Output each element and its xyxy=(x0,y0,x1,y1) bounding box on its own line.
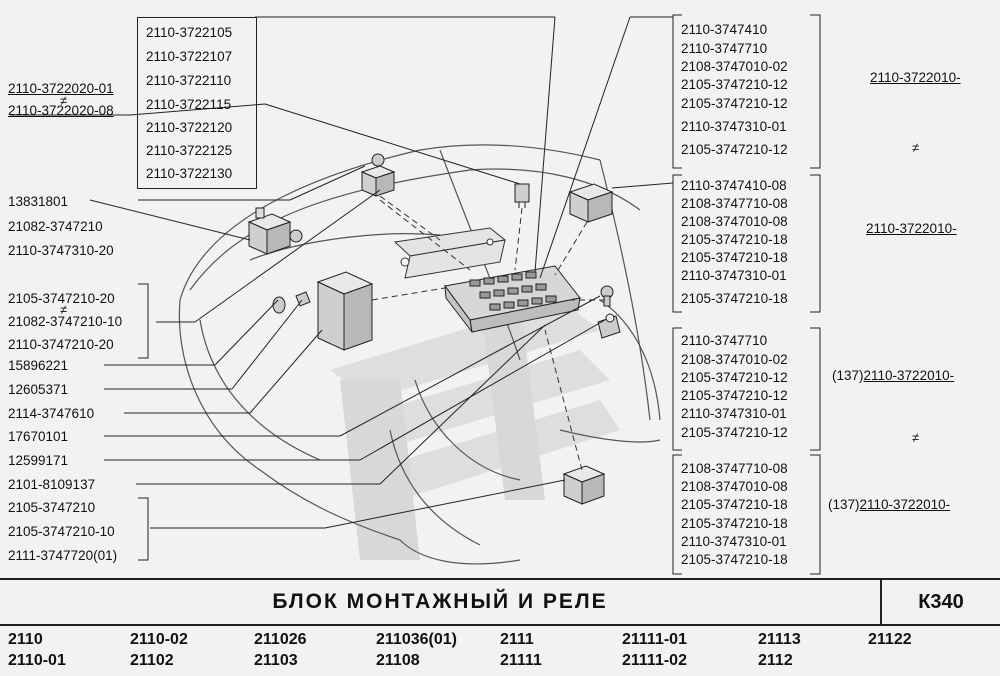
model-code: 2110-02 xyxy=(130,631,188,648)
relay-part-number: 2110-3747310-01 xyxy=(681,268,787,283)
mount-block-part-number-row: (137)2110-3722010- xyxy=(828,497,950,513)
relay-part-top xyxy=(360,153,396,197)
part-number-label: 12599171 xyxy=(8,453,69,468)
relay-part-number: 2110-3747310-01 xyxy=(681,406,787,421)
leader-lines xyxy=(10,16,674,529)
relay-part-number: 2108-3747010-02 xyxy=(681,352,788,367)
relay-part-number: 2108-3747010-08 xyxy=(681,214,788,229)
model-code: 21108 xyxy=(376,652,420,669)
relay-part-number: 2105-3747210-12 xyxy=(681,425,788,440)
part-number-label: 2101-8109137 xyxy=(8,477,96,492)
relay-part-number: 2105-3747210-18 xyxy=(681,291,788,306)
relay-part-number: 2108-3747710-08 xyxy=(681,461,788,476)
fuse-part-number: 2110-3722105 xyxy=(146,25,233,40)
relay-part-number: 2108-3747010-08 xyxy=(681,479,788,494)
fuse-part-number: 2110-3722130 xyxy=(146,166,233,181)
relay-part-number: 2108-3747710-08 xyxy=(681,196,788,211)
relay-part-number: 2105-3747210-18 xyxy=(681,497,788,512)
relay-part-bottom xyxy=(562,465,606,505)
relay-part-number: 2105-3747210-12 xyxy=(681,370,788,385)
relay-part-number: 2110-3747310-01 xyxy=(681,534,787,549)
part-number-label: 2110-3747210-20 xyxy=(8,337,114,352)
mount-block-prefix: (137) xyxy=(832,368,864,383)
mount-block-part-number: 2110-3722010- xyxy=(863,368,955,383)
part-number-label: 21082-3747210 xyxy=(8,219,103,234)
part-number-label: 12605371 xyxy=(8,382,69,397)
part-number-label: 15896221 xyxy=(8,358,69,373)
part-number-label: 13831801 xyxy=(8,194,69,209)
part-number-label: 2110-3722020-01 xyxy=(8,81,114,96)
fuse-part-number: 2110-3722120 xyxy=(146,120,233,135)
group-brackets xyxy=(138,199,149,561)
fuse-list-box xyxy=(137,17,257,189)
mount-block-part-number-row: (137)2110-3722010- xyxy=(832,368,954,384)
section-code: К340 xyxy=(918,591,964,613)
part-number-label: 2110-3722020-08 xyxy=(8,103,114,118)
small-parts xyxy=(272,285,621,339)
not-equal-mark: ≠ xyxy=(60,93,68,108)
model-code: 21102 xyxy=(130,652,174,669)
model-code: 2112 xyxy=(758,652,793,669)
fuse-part xyxy=(514,183,530,208)
part-number-label: 21082-3747210-10 xyxy=(8,314,123,329)
part-number-label: 2114-3747610 xyxy=(8,406,95,421)
part-number-label: 2111-3747720(01) xyxy=(8,548,118,563)
relay-part-number: 2105-3747210-12 xyxy=(681,388,788,403)
model-code: 21111-01 xyxy=(622,631,687,648)
part-number-label: 2105-3747210-10 xyxy=(8,524,115,539)
mount-block-part-number: 2110-3722010- xyxy=(859,497,951,512)
part-number-label: 2110-3747310-20 xyxy=(8,243,114,258)
relay-part-number: 2105-3747210-12 xyxy=(681,77,788,92)
timer-relay-part xyxy=(316,271,374,351)
part-number-label: 2105-3747210-20 xyxy=(8,291,115,306)
mount-block-part-number: 2110-3722010- xyxy=(866,221,957,236)
not-equal-mark: ≠ xyxy=(60,302,68,317)
relay-part-number: 2110-3747710 xyxy=(681,333,768,348)
relay-part-right xyxy=(568,183,614,223)
part-number-label: 2105-3747210 xyxy=(8,500,96,515)
fuse-mounting-block xyxy=(444,265,581,333)
fuse-part-number: 2110-3722107 xyxy=(146,49,233,64)
not-equal-mark: ≠ xyxy=(912,140,920,155)
model-code: 21111-02 xyxy=(622,652,687,669)
model-code: 211026 xyxy=(254,631,307,648)
relay-part-number: 2105-3747210-12 xyxy=(681,96,788,111)
watermark-logo xyxy=(330,300,620,560)
fuse-part-number: 2110-3722110 xyxy=(146,73,232,88)
page-title: БЛОК МОНТАЖНЫЙ И РЕЛЕ xyxy=(272,590,608,613)
relay-part-left xyxy=(247,207,303,255)
not-equal-mark: ≠ xyxy=(912,430,920,445)
model-code: 211036(01) xyxy=(376,631,457,648)
model-code: 2110 xyxy=(8,631,43,648)
mount-block-prefix: (137) xyxy=(828,497,860,512)
relay-part-number: 2110-3747410 xyxy=(681,22,768,37)
relay-part-number: 2105-3747210-18 xyxy=(681,250,788,265)
relay-part-number: 2110-3747310-01 xyxy=(681,119,787,134)
relay-part-number: 2105-3747210-12 xyxy=(681,142,788,157)
relay-part-number: 2105-3747210-18 xyxy=(681,232,788,247)
fuse-part-number: 2110-3722115 xyxy=(146,97,232,112)
model-code: 21113 xyxy=(758,631,801,648)
assembly-dashes xyxy=(371,195,605,471)
relay-part-number: 2105-3747210-18 xyxy=(681,516,788,531)
model-code: 2110-01 xyxy=(8,652,66,669)
model-code: 21103 xyxy=(254,652,298,669)
fuse-bracket xyxy=(393,227,507,279)
fuse-part-number: 2110-3722125 xyxy=(146,143,233,158)
part-number-label: 17670101 xyxy=(8,429,69,444)
mount-block-part-number: 2110-3722010- xyxy=(870,70,961,85)
relay-part-number: 2110-3747410-08 xyxy=(681,178,787,193)
relay-part-number: 2108-3747010-02 xyxy=(681,59,788,74)
relay-part-number: 2105-3747210-18 xyxy=(681,552,788,567)
title-bar: БЛОК МОНТАЖНЫЙ И РЕЛЕ К340 xyxy=(0,578,1000,626)
title-divider xyxy=(880,580,882,624)
model-code: 21111 xyxy=(500,652,542,669)
model-code: 2111 xyxy=(500,631,534,648)
model-code: 21122 xyxy=(868,631,912,648)
relay-part-number: 2110-3747710 xyxy=(681,41,768,56)
